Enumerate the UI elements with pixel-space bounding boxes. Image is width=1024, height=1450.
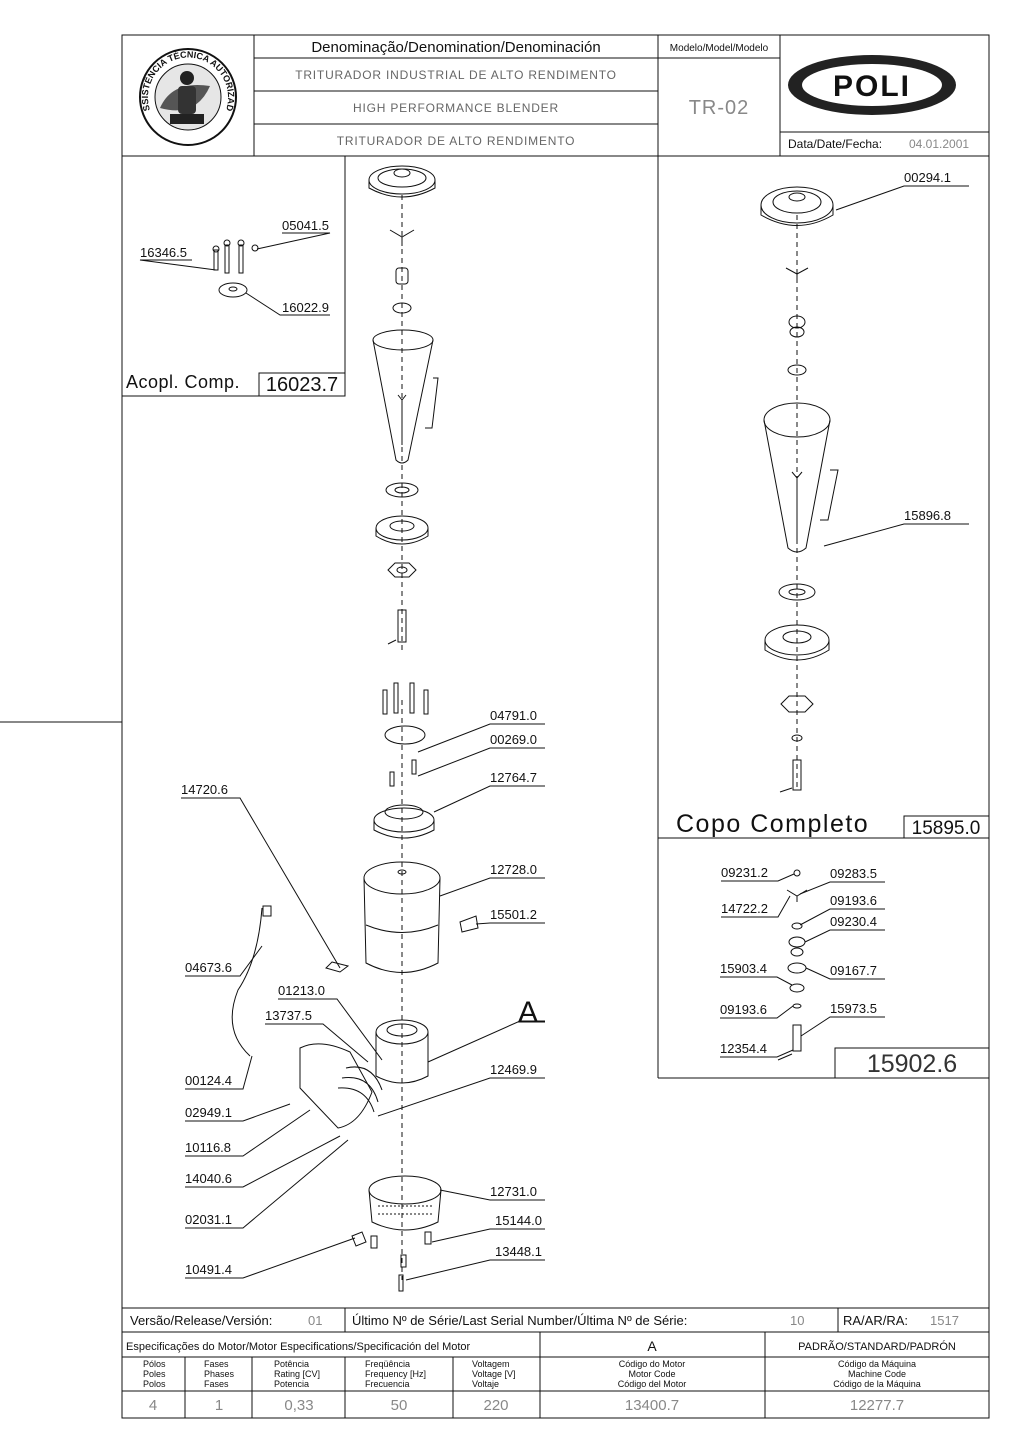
motor-variant: A	[647, 1338, 657, 1354]
motor-code-label: Código del Motor	[618, 1379, 687, 1389]
coupling-assembly-label: Acopl. Comp.	[126, 372, 240, 392]
sheet-frame	[0, 34, 990, 1419]
voltage-label: Voltage [V]	[472, 1369, 516, 1379]
motor-code-label: Motor Code	[628, 1369, 675, 1379]
part-label: 04791.0	[490, 708, 537, 723]
authorized-service-seal: ASSISTÊNCIA TÉCNICA AUTORIZADA	[0, 0, 237, 146]
model-value: TR-02	[689, 97, 750, 119]
blade-assembly-code: 15902.6	[867, 1050, 957, 1078]
voltage-label: Voltaje	[472, 1379, 499, 1389]
part-label: 00294.1	[904, 170, 951, 185]
name-spanish: TRITURADOR DE ALTO RENDIMENTO	[337, 134, 576, 148]
date-value: 04.01.2001	[909, 137, 969, 151]
model-label: Modelo/Model/Modelo	[670, 43, 769, 54]
power-label: Potência	[274, 1359, 309, 1369]
part-label: 00124.4	[185, 1073, 232, 1088]
part-label: 13737.5	[265, 1008, 312, 1023]
part-label: 01213.0	[278, 983, 325, 998]
part-label: 09230.4	[830, 914, 877, 929]
part-label: 09283.5	[830, 866, 877, 881]
part-label: 13448.1	[495, 1244, 542, 1259]
date-label: Data/Date/Fecha:	[788, 137, 882, 151]
part-label: 15501.2	[490, 907, 537, 922]
power-value: 0,33	[284, 1397, 313, 1414]
ra-value: 1517	[930, 1313, 959, 1328]
motor-code-label: Código do Motor	[619, 1359, 686, 1369]
part-label: 12731.0	[490, 1184, 537, 1199]
name-english: HIGH PERFORMANCE BLENDER	[353, 101, 559, 115]
part-label: 15144.0	[495, 1213, 542, 1228]
machine-code-label: Código da Máquina	[838, 1359, 916, 1369]
phases-label: Fases	[204, 1379, 229, 1389]
poles-label: Poles	[143, 1369, 166, 1379]
frequency-label: Frecuencia	[365, 1379, 410, 1389]
part-label: 12764.7	[490, 770, 537, 785]
frequency-label: Frequency [Hz]	[365, 1369, 426, 1379]
part-label: 14720.6	[181, 782, 228, 797]
phases-value: 1	[215, 1397, 223, 1414]
part-label: 09231.2	[721, 865, 768, 880]
name-portuguese: TRITURADOR INDUSTRIAL DE ALTO RENDIMENTO	[295, 68, 617, 82]
part-label: 00269.0	[490, 732, 537, 747]
machine-code-value: 12277.7	[850, 1397, 904, 1414]
part-label: 15903.4	[720, 961, 767, 976]
machine-code-label: Machine Code	[848, 1369, 906, 1379]
part-label: 14040.6	[185, 1171, 232, 1186]
serial-value: 10	[790, 1313, 804, 1328]
part-label: 10491.4	[185, 1262, 232, 1277]
part-label: 16022.9	[282, 300, 329, 315]
part-label: 09193.6	[830, 893, 877, 908]
cup-assembly-code: 15895.0	[912, 818, 981, 839]
part-label: 09167.7	[830, 963, 877, 978]
poles-label: Polos	[143, 1379, 166, 1389]
cup-assembly-label: Copo Completo	[676, 810, 869, 838]
power-label: Rating [CV]	[274, 1369, 320, 1379]
part-label: 16346.5	[140, 245, 187, 260]
part-label: 15896.8	[904, 508, 951, 523]
part-drawings	[212, 165, 839, 1292]
part-label: 02031.1	[185, 1212, 232, 1227]
footer-table: Versão/Release/Versión: 01 Último Nº de …	[126, 1313, 959, 1414]
denomination-title: Denominação/Denomination/Denominación	[311, 39, 600, 56]
release-label: Versão/Release/Versión:	[130, 1313, 272, 1328]
part-label: 05041.5	[282, 218, 329, 233]
ra-label: RA/AR/RA:	[843, 1313, 908, 1328]
voltage-label: Voltagem	[472, 1359, 510, 1369]
part-label: 15973.5	[830, 1001, 877, 1016]
brand-name: POLI	[833, 70, 911, 103]
machine-code-label: Código de la Máquina	[833, 1379, 921, 1389]
motor-code-value: 13400.7	[625, 1397, 679, 1414]
part-label: 04673.6	[185, 960, 232, 975]
phases-label: Phases	[204, 1369, 235, 1379]
release-value: 01	[308, 1313, 322, 1328]
leader-lines	[139, 185, 969, 1281]
part-label: 14722.2	[721, 901, 768, 916]
part-label: 12728.0	[490, 862, 537, 877]
frequency-label: Freqüência	[365, 1359, 410, 1369]
detail-marker: A	[518, 996, 538, 1029]
part-label: 12469.9	[490, 1062, 537, 1077]
part-numbers: 05041.5 16346.5 16022.9 00294.1 15896.8 …	[140, 170, 951, 1277]
standard-label: PADRÃO/STANDARD/PADRÓN	[798, 1340, 956, 1353]
frequency-value: 50	[391, 1397, 408, 1414]
voltage-value: 220	[483, 1397, 508, 1414]
part-label: 02949.1	[185, 1105, 232, 1120]
poles-value: 4	[149, 1397, 157, 1414]
motor-spec-label: Especificações do Motor/Motor Especifica…	[126, 1341, 471, 1353]
coupling-assembly-code: 16023.7	[266, 374, 338, 396]
phases-label: Fases	[204, 1359, 229, 1369]
part-label: 09193.6	[720, 1002, 767, 1017]
power-label: Potencia	[274, 1379, 309, 1389]
part-label: 12354.4	[720, 1041, 767, 1056]
serial-label: Último Nº de Série/Last Serial Number/Úl…	[352, 1313, 687, 1328]
poli-logo: POLI	[788, 55, 956, 115]
part-label: 10116.8	[185, 1140, 231, 1155]
poles-label: Pólos	[143, 1359, 166, 1369]
